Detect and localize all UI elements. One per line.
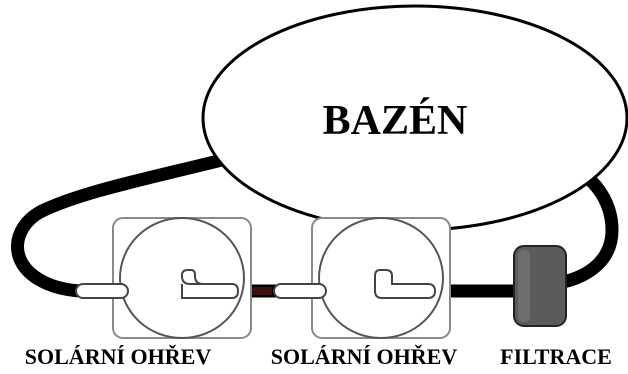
pool-label: BAZÉN <box>323 97 468 144</box>
filter-unit-shade <box>518 250 530 322</box>
solar-panel-1-outlet <box>181 269 240 299</box>
link-pipe-highlight <box>238 287 272 295</box>
solar-panel-2-outlet <box>374 269 437 299</box>
solar-panel-2-inlet <box>273 283 327 299</box>
solar-panel-1-inlet <box>75 283 129 299</box>
supply-pipe <box>11 153 229 298</box>
label-solar-heating-1: SOLÁRNÍ OHŘEV <box>24 344 212 369</box>
solar-panel-2 <box>273 217 451 339</box>
return-pipe <box>533 161 619 292</box>
solar-panel-1 <box>75 217 252 339</box>
label-filtration: FILTRACE <box>500 344 612 369</box>
label-solar-heating-2: SOLÁRNÍ OHŘEV <box>270 344 458 369</box>
